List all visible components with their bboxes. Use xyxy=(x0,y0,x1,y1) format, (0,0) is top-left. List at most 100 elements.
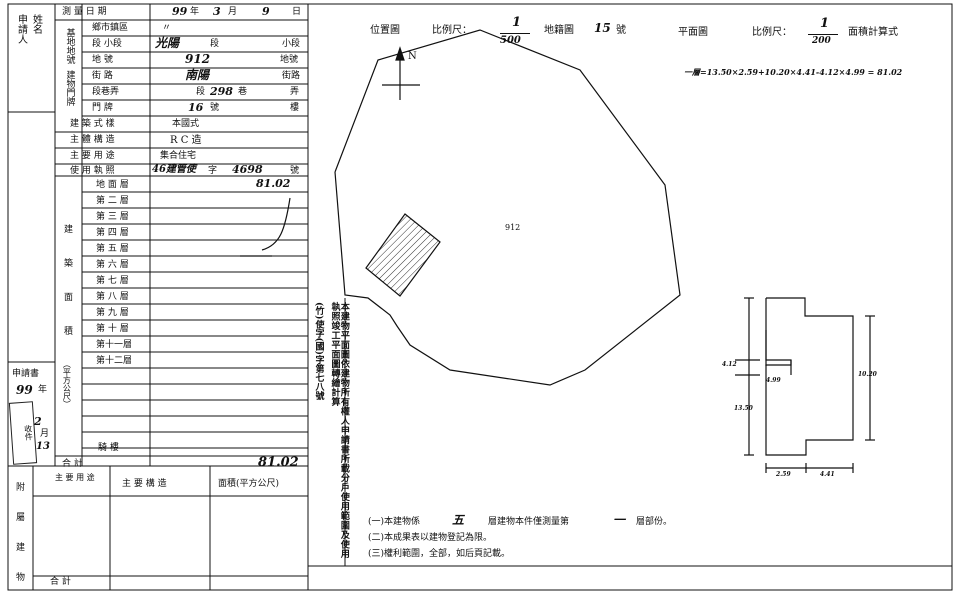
application-month-suffix: 月 xyxy=(40,429,50,439)
survey-day: 9 xyxy=(262,5,270,18)
application-month: 2 xyxy=(34,415,42,428)
annex-main-use-label: 主 要 用 途 xyxy=(55,473,95,482)
street-suffix: 街路 xyxy=(282,71,301,81)
year-suffix: 年 xyxy=(190,7,200,17)
floor-scale-den: 200 xyxy=(812,36,831,46)
cadastral-label: 地籍圖 xyxy=(544,25,574,36)
dim-bottom-left: 2.59 xyxy=(776,471,791,478)
door-suffix: 號 xyxy=(210,103,220,113)
location-scale-bar xyxy=(500,33,530,34)
area-section-char: 築 xyxy=(64,259,74,269)
location-scale-num: 1 xyxy=(512,15,522,30)
vertical-ref: (竹)使字(國)字第七八號 xyxy=(313,302,324,401)
received-stamp: 收件 xyxy=(8,401,38,465)
usage-value: 集合住宅 xyxy=(160,151,197,161)
building-door-label: 建物門牌 xyxy=(64,70,75,106)
style-value: 本國式 xyxy=(172,119,200,129)
section-label: 段 小段 xyxy=(92,39,122,49)
dim-left: 13.50 xyxy=(734,405,753,412)
alley-suffix: 弄 xyxy=(290,87,300,97)
floor-name: 第 八 層 xyxy=(96,292,129,302)
subsection-suffix: 小段 xyxy=(282,39,301,49)
floor-name: 第 九 層 xyxy=(96,308,129,318)
section-suffix: 段 xyxy=(210,39,220,49)
north-label: N xyxy=(408,51,417,62)
vertical-note: 本建物平面圖依建物所有權人申請書所載分戶使用範圍及使用執照竣工平面圖轉繪計算 xyxy=(329,302,349,559)
annex-side-char: 屬 xyxy=(16,513,26,523)
note-1-floors: 五 xyxy=(452,513,465,527)
day-suffix: 日 xyxy=(292,7,302,17)
location-map-title: 位置圖 xyxy=(370,25,400,36)
floor-area: 81.02 xyxy=(256,177,291,190)
floor-suffix: 樓 xyxy=(290,103,300,113)
style-label: 建 築 式 樣 xyxy=(70,119,115,129)
annex-side-char: 建 xyxy=(16,543,26,553)
cadastral-suffix: 號 xyxy=(616,25,626,36)
dim-notch-width: 4.99 xyxy=(766,377,781,384)
note-1-floor-no: 一 xyxy=(613,513,626,527)
annex-side-char: 物 xyxy=(16,573,26,583)
street-label: 街 路 xyxy=(92,71,113,81)
section-value: 光陽 xyxy=(155,36,180,50)
month-suffix: 月 xyxy=(228,7,238,17)
area-calc-title: 面積計算式 xyxy=(848,27,898,38)
floor-name: 第 二 層 xyxy=(96,196,129,206)
application-label: 申請書 xyxy=(12,369,40,379)
license-number: 4698 xyxy=(232,163,263,176)
floor-scale-label: 比例尺： xyxy=(752,27,792,38)
floor-scale-num: 1 xyxy=(820,16,830,31)
survey-year: 99 xyxy=(172,5,188,18)
floor-name: 第 五 層 xyxy=(96,244,129,254)
floor-name: 第 四 層 xyxy=(96,228,129,238)
dim-small-height: 4.12 xyxy=(722,361,737,368)
annex-area-label: 面積(平方公尺) xyxy=(218,479,280,489)
license-zi: 字 xyxy=(208,166,218,176)
door-value: 16 xyxy=(188,101,204,114)
total-label: 合 計 xyxy=(62,459,83,469)
base-land-label: 基地地號 xyxy=(64,28,75,64)
location-scale-den: 500 xyxy=(500,35,521,46)
annex-total-label: 合 計 xyxy=(50,577,71,587)
note-2: (二)本成果表以建物登記為限。 xyxy=(368,533,493,543)
floor-name: 第十二層 xyxy=(96,356,133,366)
land-no-label: 地 號 xyxy=(92,55,113,65)
balcony-label: 騎 樓 xyxy=(98,443,119,453)
application-year-suffix: 年 xyxy=(38,385,48,395)
district-value: 〃 xyxy=(162,23,172,33)
application-day: 13 xyxy=(36,441,50,452)
survey-month: 3 xyxy=(213,5,221,18)
floor-name: 第 三 層 xyxy=(96,212,129,222)
unit-label: （平方公尺） xyxy=(62,360,72,408)
area-formula: 一層=13.50×2.59+10.20×4.41-4.12×4.99 = 81.… xyxy=(684,67,903,77)
license-value: 46建管使 xyxy=(152,164,196,175)
area-section-char: 建 xyxy=(64,225,74,235)
note-3: (三)權利範圍，全部，如后頁記載。 xyxy=(368,549,511,559)
application-year: 99 xyxy=(16,383,33,397)
note-1-prefix: (一)本建物係 xyxy=(368,517,421,527)
land-no-value: 912 xyxy=(185,52,211,66)
floor-name: 第十一層 xyxy=(96,340,133,350)
floor-name: 第 十 層 xyxy=(96,324,129,334)
survey-date-label: 測 量 日 期 xyxy=(62,7,107,17)
street-value: 南陽 xyxy=(185,68,210,82)
license-label: 使 用 執 照 xyxy=(70,166,115,176)
structure-label: 主 體 構 造 xyxy=(70,135,115,145)
annex-structure-label: 主 要 構 造 xyxy=(122,479,167,489)
lane-prefix: 段 xyxy=(196,87,206,97)
floor-name: 第 六 層 xyxy=(96,260,129,270)
floor-scale-bar xyxy=(808,34,838,35)
applicant-name-label: 姓名 xyxy=(30,14,42,34)
door-label: 門 牌 xyxy=(92,103,113,113)
usage-label: 主 要 用 途 xyxy=(70,151,115,161)
lane-value: 298 xyxy=(210,85,233,98)
cadastral-number: 15 xyxy=(594,21,611,35)
floor-name: 地 面 層 xyxy=(96,180,129,190)
annex-side-char: 附 xyxy=(16,483,26,493)
location-scale-label: 比例尺： xyxy=(432,25,472,36)
total-value: 81.02 xyxy=(258,455,299,470)
dim-right: 10.20 xyxy=(858,371,877,378)
note-1-suffix: 層部份。 xyxy=(636,517,673,527)
floor-plan-title: 平面圖 xyxy=(678,27,708,38)
